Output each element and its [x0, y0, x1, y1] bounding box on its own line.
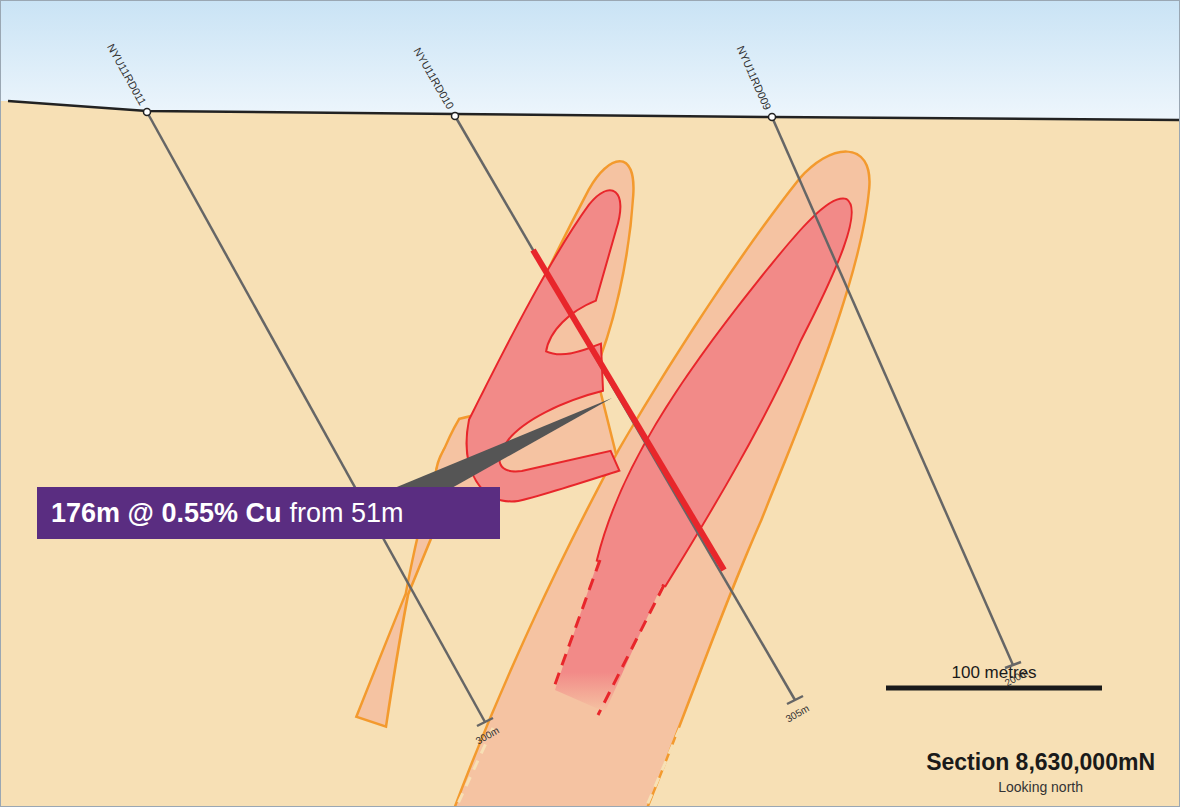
view-direction: Looking north	[998, 779, 1083, 795]
assay-result: 176m @ 0.55% Cu	[51, 498, 281, 529]
hole-depth: 305m	[784, 703, 811, 725]
hole-depth: 300m	[474, 725, 501, 747]
scale-label: 100 metres	[951, 663, 1036, 683]
drillhole-name: NYU11RD010	[411, 45, 456, 111]
drillhole-name: NYU11RD011	[104, 41, 148, 107]
assay-callout: 176m @ 0.55% Cu from 51m	[37, 487, 500, 539]
assay-depth: from 51m	[289, 498, 403, 529]
section-title: Section 8,630,000mN	[926, 749, 1155, 775]
drillhole-name: NYU11RD009	[734, 43, 774, 111]
